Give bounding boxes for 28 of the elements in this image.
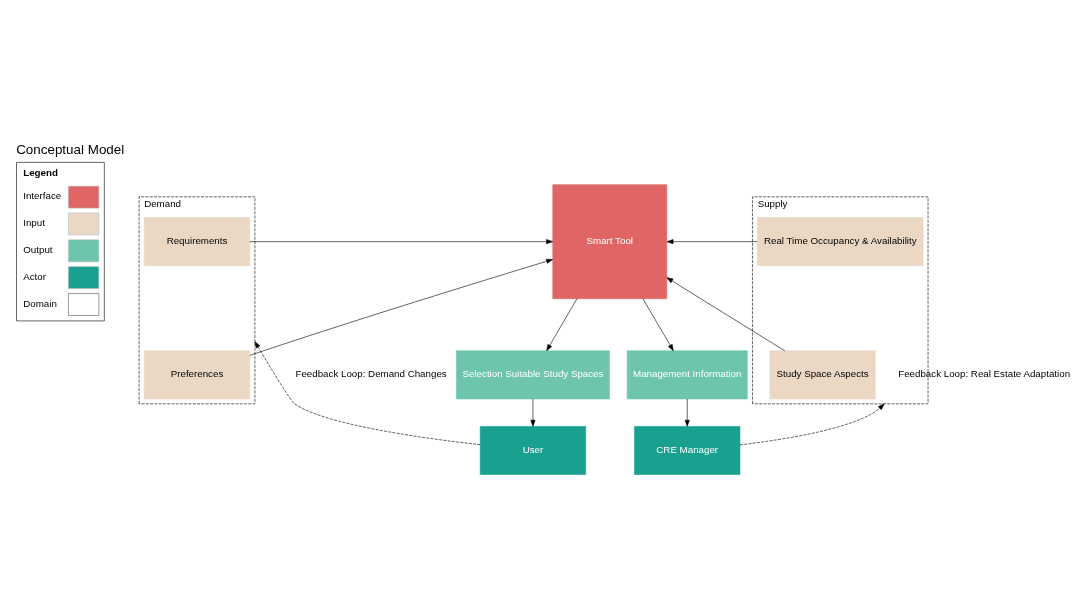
node-box: Real Time Occupancy & Availability	[757, 216, 924, 266]
node-box: CRE Manager	[634, 425, 741, 475]
arrow	[249, 258, 553, 356]
node-box: Preferences	[143, 350, 251, 399]
legend-label: Interface	[23, 189, 62, 201]
arrow	[530, 398, 536, 427]
arrow	[684, 398, 690, 427]
arrow	[739, 403, 885, 445]
legend-label: Output	[23, 243, 53, 255]
legend-label: Domain	[23, 297, 57, 309]
arrow	[666, 276, 785, 351]
edge-label: Feedback Loop: Real Estate Adaptation	[898, 367, 1071, 379]
legend-label: Actor	[23, 270, 47, 282]
arrow	[254, 340, 481, 445]
arrow	[642, 298, 674, 351]
edge-label: Feedback Loop: Demand Changes	[295, 367, 447, 379]
arrow	[666, 238, 758, 244]
arrow	[546, 298, 578, 351]
label: Legend	[23, 166, 58, 178]
arrow	[249, 238, 553, 244]
node-box: Selection Suitable Study Spaces	[456, 350, 610, 399]
diagram-title: Conceptual Model	[16, 141, 125, 157]
node-box: Management Information	[626, 350, 748, 399]
node-box: Smart Tool	[552, 183, 668, 299]
node-box: User	[479, 425, 586, 475]
legend-label: Input	[23, 216, 45, 228]
node-box: Requirements	[143, 216, 251, 266]
node-box: Study Space Aspects	[769, 350, 876, 399]
